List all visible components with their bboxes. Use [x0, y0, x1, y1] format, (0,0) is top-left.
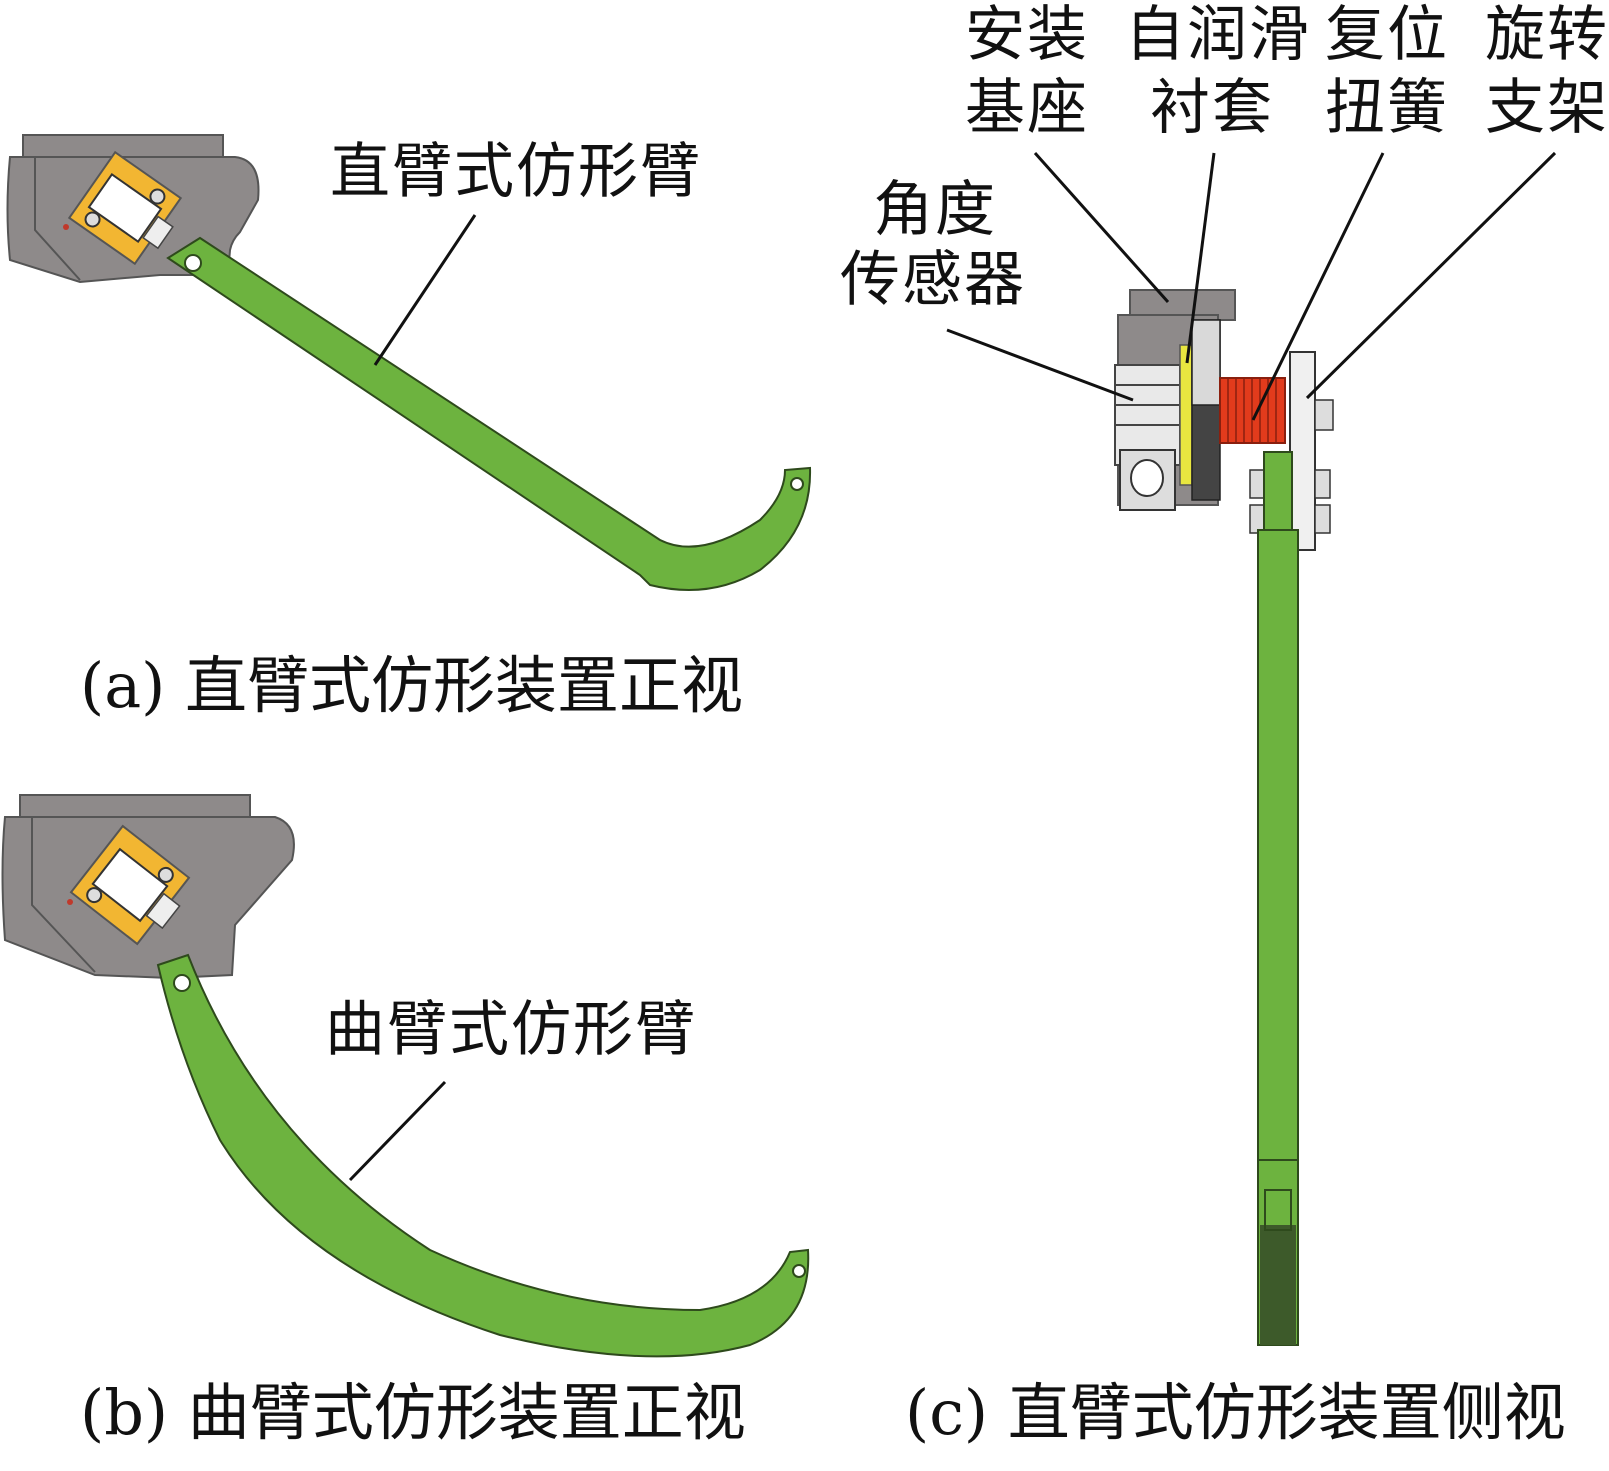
label-bracket-1: 旋转	[1485, 0, 1609, 70]
label-bushing-2: 衬套	[1150, 73, 1274, 143]
angle-sensor-c	[1114, 364, 1181, 511]
leader-line-b	[348, 1080, 447, 1182]
leader-line-bushing	[1185, 152, 1216, 364]
leader-line-base	[1033, 152, 1170, 303]
label-bushing-1: 自润滑	[1125, 0, 1311, 70]
label-sensor-2: 传感器	[840, 245, 1026, 315]
straight-arm-a	[166, 236, 812, 591]
label-base-1: 安装	[965, 0, 1089, 70]
panel-c-drawing	[946, 151, 1557, 1346]
leader-line-sensor	[946, 328, 1134, 402]
angle-sensor-a	[67, 150, 183, 266]
leader-line-a	[373, 214, 477, 366]
panel-a-drawing	[6, 134, 812, 591]
torsion-spring-c	[1219, 377, 1286, 444]
label-base-2: 基座	[965, 73, 1089, 143]
panel-b-drawing	[1, 794, 810, 1358]
rotating-bracket-c	[1249, 351, 1334, 551]
leader-line-spring	[1251, 152, 1385, 421]
angle-sensor-b	[69, 824, 191, 946]
label-spring-1: 复位	[1325, 0, 1449, 70]
label-bracket-2: 支架	[1485, 73, 1609, 143]
label-straight-arm: 直臂式仿形臂	[330, 137, 702, 207]
leader-line-bracket	[1305, 151, 1557, 400]
caption-panel-a: (a) 直臂式仿形装置正视	[80, 649, 744, 722]
label-spring-2: 扭簧	[1325, 73, 1449, 143]
label-curved-arm: 曲臂式仿形臂	[325, 995, 697, 1065]
caption-panel-c: (c) 直臂式仿形装置侧视	[905, 1376, 1566, 1449]
caption-panel-b: (b) 曲臂式仿形装置正视	[80, 1376, 746, 1449]
curved-arm-b	[156, 953, 810, 1358]
bushing-c	[1179, 344, 1193, 486]
label-sensor-1: 角度	[873, 175, 997, 245]
